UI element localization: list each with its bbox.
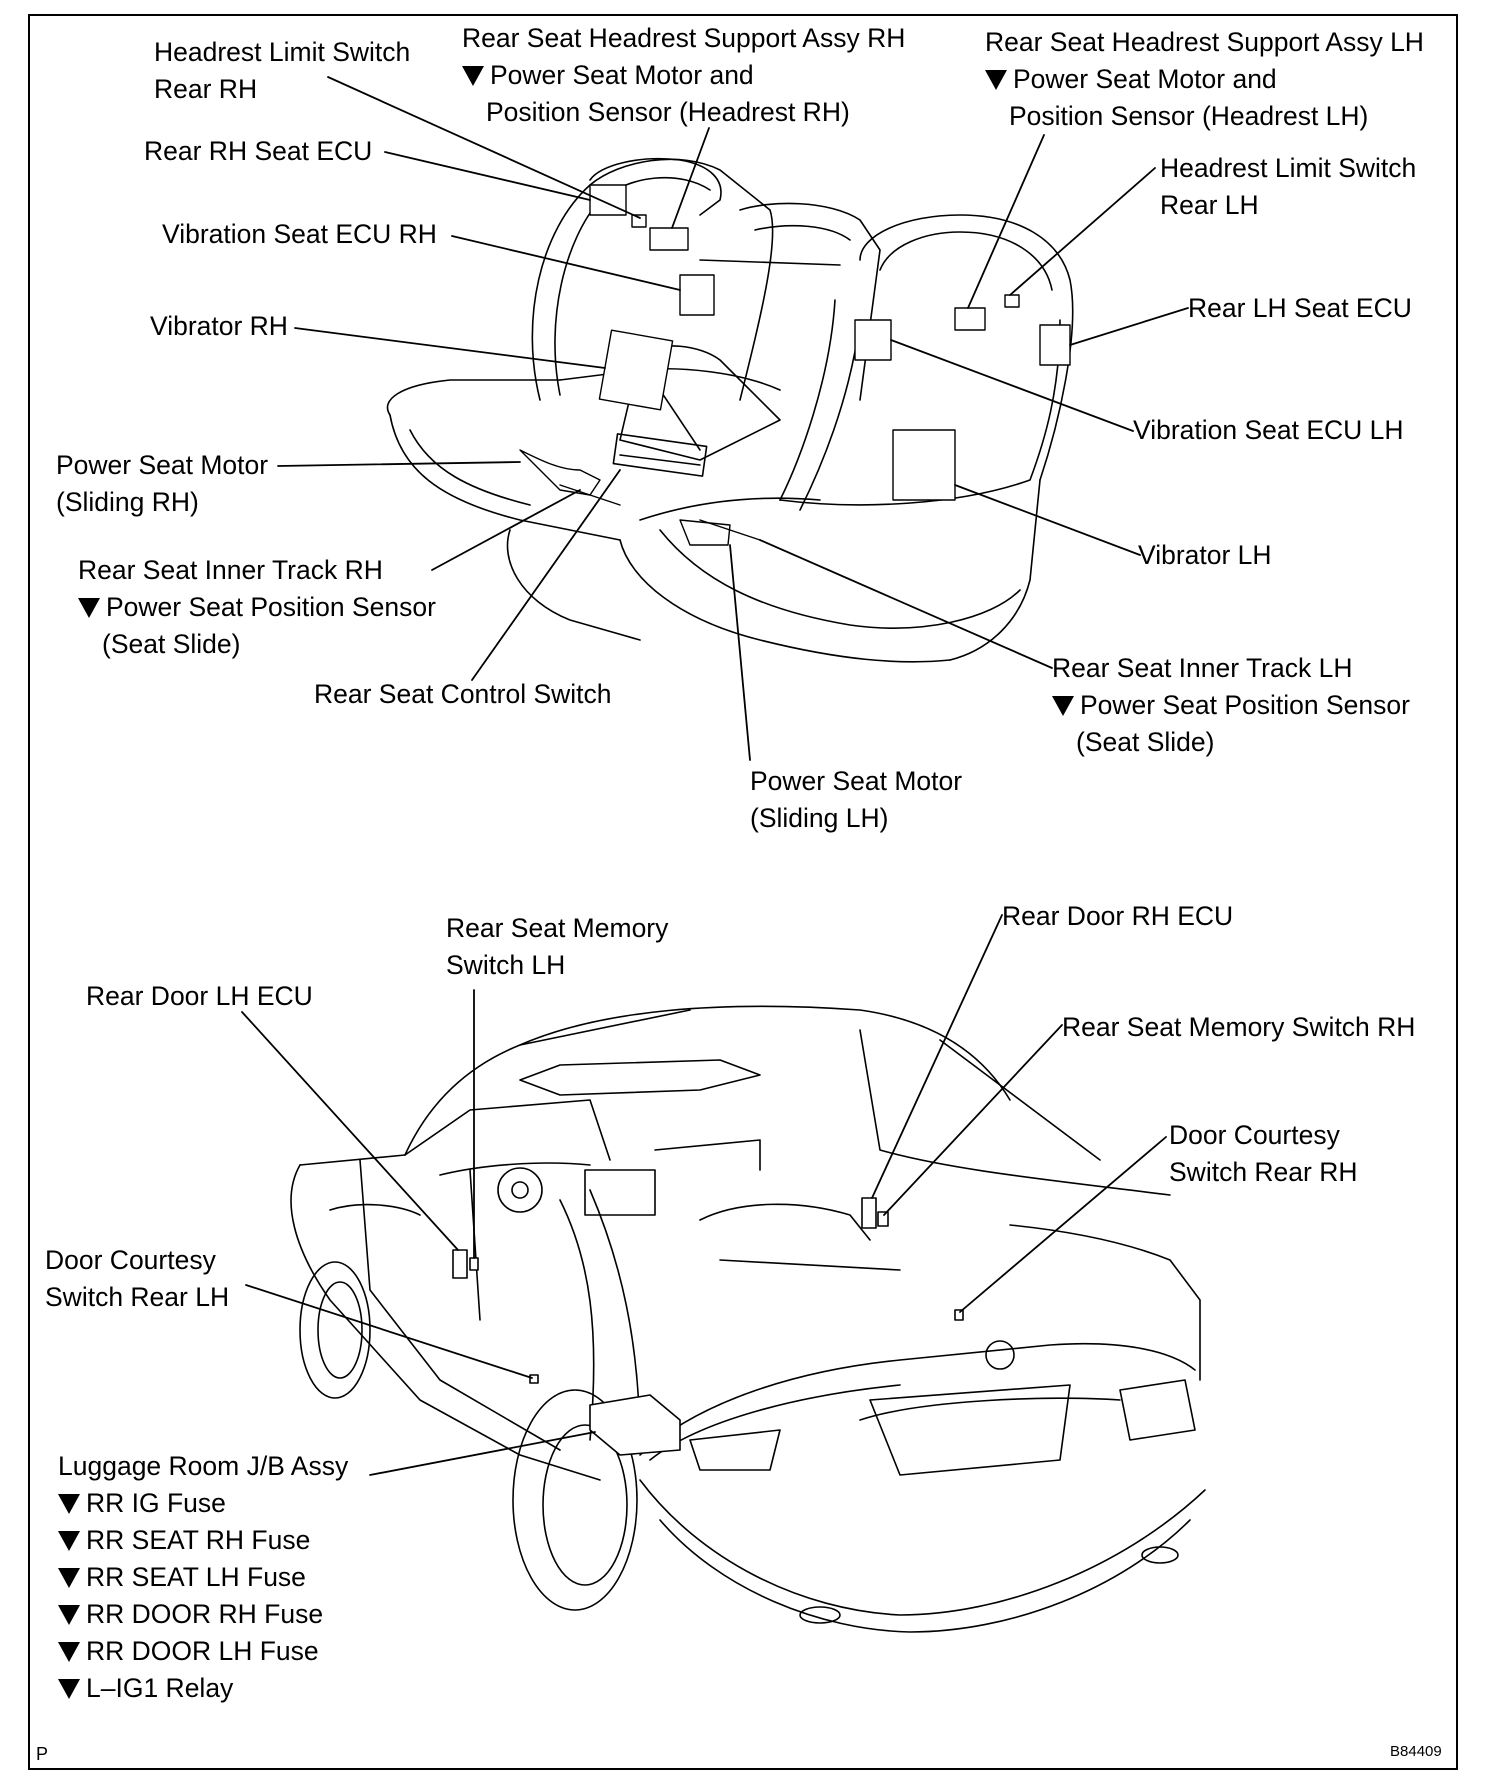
car-illustration xyxy=(290,1005,1206,1633)
headrest-rh-motor-part xyxy=(649,227,689,251)
triangle-bullet-icon xyxy=(1052,696,1074,716)
label-vibration-seat-ecu-rh: Vibration Seat ECU RH xyxy=(162,219,437,249)
label-power-seat-motor-sliding-rh: Power Seat Motor (Sliding RH) xyxy=(56,450,269,517)
luggage-room-jb-title: Luggage Room J/B Assy xyxy=(58,1451,349,1481)
label-headrest-support-rh: Rear Seat Headrest Support Assy RH Power… xyxy=(462,23,906,127)
rear-rh-seat-ecu-part xyxy=(589,184,627,216)
label-vibration-seat-ecu-lh: Vibration Seat ECU LH xyxy=(1133,415,1404,445)
rear-door-lh-ecu-part xyxy=(452,1249,468,1279)
triangle-bullet-icon xyxy=(58,1642,80,1662)
label-vibrator-lh: Vibrator LH xyxy=(1138,540,1272,570)
figure-code: B84409 xyxy=(1390,1743,1442,1760)
relay-item: L–IG1 Relay xyxy=(58,1670,348,1707)
fuse-item: RR SEAT LH Fuse xyxy=(58,1559,348,1596)
vibrator-lh-part xyxy=(892,429,956,501)
door-courtesy-switch-rear-lh-part xyxy=(529,1374,539,1384)
headrest-limit-switch-rh-part xyxy=(631,214,647,228)
triangle-bullet-icon xyxy=(58,1568,80,1588)
rear-seat-memory-switch-rh-part xyxy=(877,1211,889,1227)
fuse-item: RR IG Fuse xyxy=(58,1485,348,1522)
label-headrest-limit-switch-lh: Headrest Limit Switch Rear LH xyxy=(1160,153,1417,220)
label-rear-seat-memory-switch-lh: Rear Seat Memory Switch LH xyxy=(446,913,669,980)
triangle-bullet-icon xyxy=(985,70,1007,90)
triangle-bullet-icon xyxy=(58,1531,80,1551)
seat-components xyxy=(519,184,1071,546)
fuse-item: RR DOOR RH Fuse xyxy=(58,1596,348,1633)
label-luggage-room-jb: Luggage Room J/B Assy RR IG Fuse RR SEAT… xyxy=(58,1448,348,1707)
rear-door-rh-ecu-part xyxy=(861,1197,877,1229)
label-inner-track-lh: Rear Seat Inner Track LH Power Seat Posi… xyxy=(1052,653,1410,757)
label-power-seat-motor-sliding-lh: Power Seat Motor (Sliding LH) xyxy=(750,766,963,833)
label-rear-seat-memory-switch-rh: Rear Seat Memory Switch RH xyxy=(1062,1012,1416,1042)
triangle-bullet-icon xyxy=(58,1679,80,1699)
triangle-bullet-icon xyxy=(462,66,484,86)
triangle-bullet-icon xyxy=(78,598,100,618)
headrest-lh-motor-part xyxy=(954,307,986,331)
rear-seat-illustration xyxy=(386,157,1074,663)
door-courtesy-switch-rear-rh-part xyxy=(954,1309,964,1321)
label-door-courtesy-switch-rear-lh: Door Courtesy Switch Rear LH xyxy=(45,1245,230,1312)
vibration-seat-ecu-rh-part xyxy=(679,274,715,316)
vibrator-rh-part xyxy=(598,329,674,411)
label-rear-door-lh-ecu: Rear Door LH ECU xyxy=(86,981,313,1011)
inner-track-parts xyxy=(559,484,761,541)
luggage-room-jb-part xyxy=(589,1394,681,1456)
power-seat-motor-sliding-lh-part xyxy=(679,519,731,546)
label-rear-rh-seat-ecu: Rear RH Seat ECU xyxy=(144,136,373,166)
headrest-limit-switch-lh-part xyxy=(1004,294,1020,308)
car-leader-lines xyxy=(241,914,1167,1476)
diagram-frame xyxy=(28,14,1458,1770)
label-door-courtesy-switch-rear-rh: Door Courtesy Switch Rear RH xyxy=(1169,1120,1358,1187)
fuse-item: RR DOOR LH Fuse xyxy=(58,1633,348,1670)
seat-leader-lines xyxy=(277,76,1189,761)
label-rear-seat-control-switch: Rear Seat Control Switch xyxy=(314,679,612,709)
label-vibrator-rh: Vibrator RH xyxy=(150,311,288,341)
triangle-bullet-icon xyxy=(58,1605,80,1625)
footer-left-mark: P xyxy=(36,1744,49,1764)
label-inner-track-rh: Rear Seat Inner Track RH Power Seat Posi… xyxy=(78,555,436,659)
rear-seat-memory-switch-lh-part xyxy=(469,1257,479,1271)
triangle-bullet-icon xyxy=(58,1494,80,1514)
rear-lh-seat-ecu-part xyxy=(1039,324,1071,366)
label-headrest-limit-switch-rh: Headrest Limit Switch Rear RH xyxy=(154,37,411,104)
label-rear-door-rh-ecu: Rear Door RH ECU xyxy=(1002,901,1234,931)
power-seat-motor-sliding-rh-part xyxy=(519,449,601,496)
label-headrest-support-lh: Rear Seat Headrest Support Assy LH Power… xyxy=(985,27,1424,131)
label-rear-lh-seat-ecu: Rear LH Seat ECU xyxy=(1188,293,1412,323)
fuse-item: RR SEAT RH Fuse xyxy=(58,1522,348,1559)
vibration-seat-ecu-lh-part xyxy=(854,319,892,361)
